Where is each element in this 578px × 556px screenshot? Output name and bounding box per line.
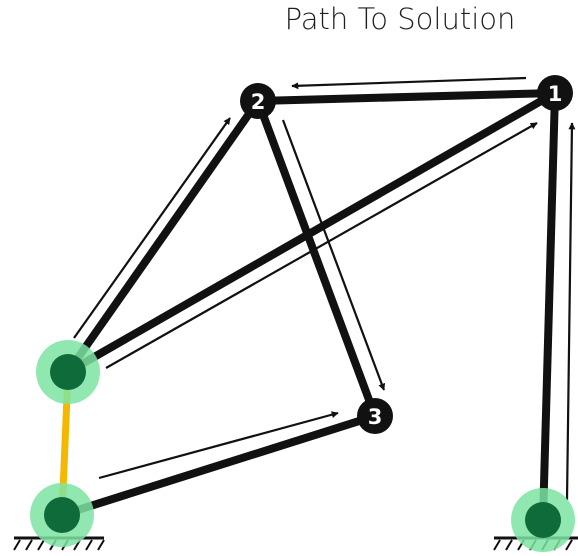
links [58,89,559,524]
node-2-label: 2 [251,90,266,114]
node-2: 2 [240,83,276,119]
node-3-label: 3 [368,405,383,429]
ground-joint-left [30,483,94,547]
link-node2-node3 [254,97,379,420]
arrow-node2-to-node3 [281,119,386,391]
link-crank-node1 [64,89,559,376]
arrow-crank-to-node2 [73,117,231,339]
arrow-crank-to-node1 [105,122,538,369]
path-arrows [73,76,576,501]
crank-joint [36,340,100,404]
diagram-title: Path To Solution [284,2,516,36]
node-1: 1 [537,75,573,111]
ground-joint-right [511,488,575,552]
link-ground-node3 [58,412,379,519]
node-3: 3 [357,398,393,434]
node-1-label: 1 [548,82,563,106]
arrow-ground-to-node1 [565,122,576,501]
link-node1-node2 [254,89,559,105]
arrow-node1-to-node2 [291,76,527,90]
arrow-ground-to-node3 [98,411,339,480]
link-ground-node1 [539,89,559,524]
link-crank-node2 [64,97,262,376]
joints [30,340,575,552]
